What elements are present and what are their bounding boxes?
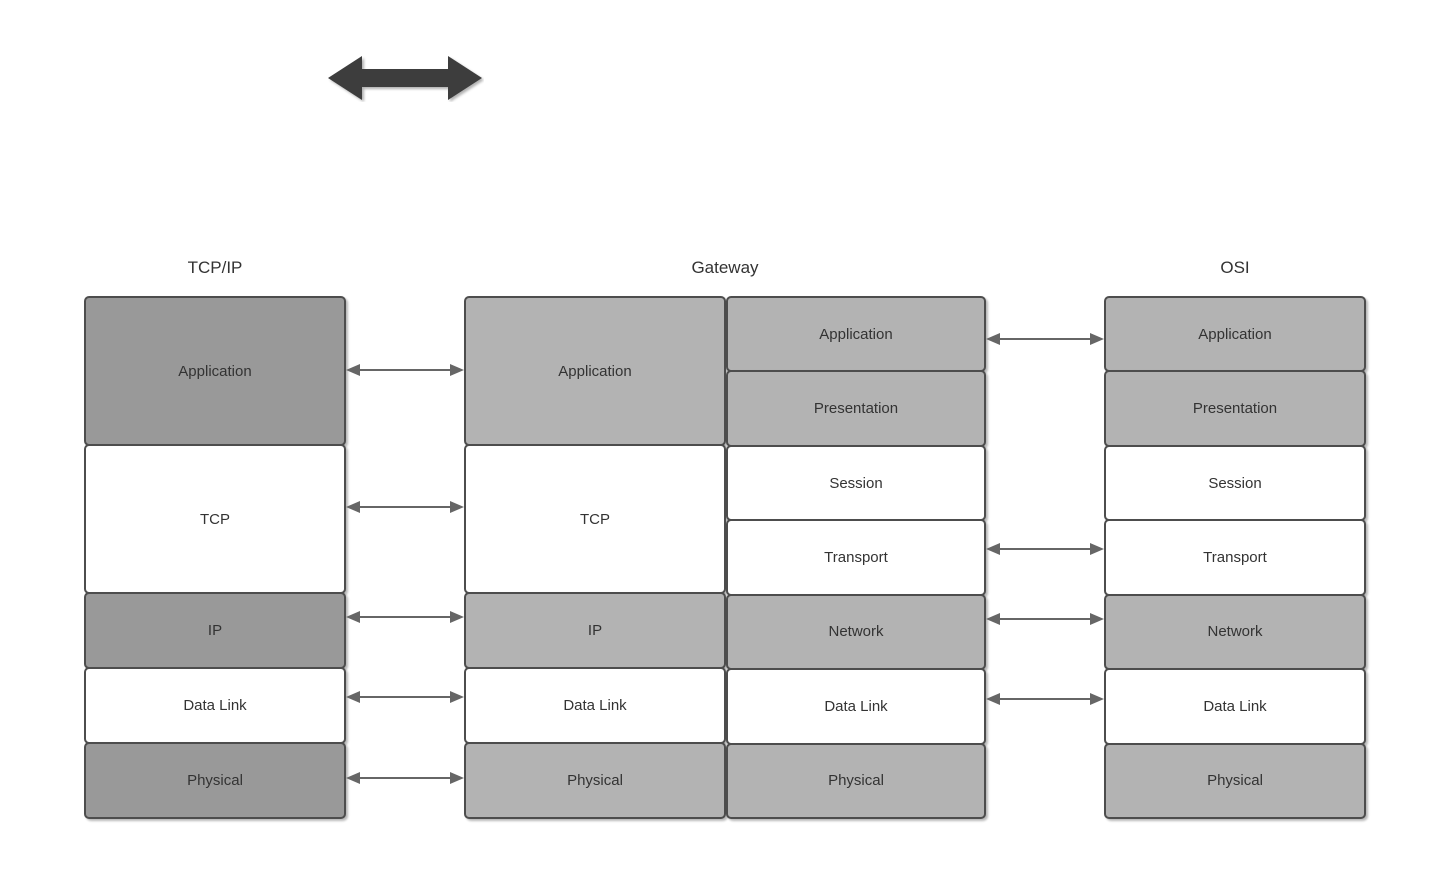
layer-network[interactable]: Network bbox=[726, 593, 986, 671]
layer-ip[interactable]: IP bbox=[84, 592, 346, 669]
column-title-tcpip: TCP/IP bbox=[187, 258, 243, 277]
layer-label: Application bbox=[558, 362, 632, 380]
layer-label: Physical bbox=[567, 772, 623, 789]
layer-label: Transport bbox=[824, 548, 888, 566]
layer-session[interactable]: Session bbox=[726, 444, 986, 522]
layer-physical[interactable]: Physical bbox=[464, 742, 726, 819]
layer-physical[interactable]: Physical bbox=[1104, 742, 1366, 819]
layer-label: Presentation bbox=[1192, 400, 1278, 418]
layer-tcp[interactable]: TCP bbox=[84, 444, 346, 594]
layer-label: IP bbox=[587, 622, 603, 639]
layer-application[interactable]: Application bbox=[1104, 296, 1366, 373]
layer-label: Data Link bbox=[563, 697, 627, 714]
layer-label: TCP bbox=[580, 510, 610, 528]
conn-right-connector-data-link bbox=[986, 691, 1104, 707]
layer-data-link[interactable]: Data Link bbox=[1104, 668, 1366, 745]
layer-label: IP bbox=[207, 622, 223, 639]
layer-tcp[interactable]: TCP bbox=[464, 444, 726, 594]
layer-presentation[interactable]: Presentation bbox=[1104, 370, 1366, 447]
layer-application[interactable]: Application bbox=[726, 296, 986, 373]
layer-label: Physical bbox=[1207, 772, 1263, 790]
layer-application[interactable]: Application bbox=[84, 296, 346, 446]
column-title-osi: OSI bbox=[1220, 258, 1250, 277]
layer-label: Transport bbox=[1203, 548, 1267, 566]
layer-physical[interactable]: Physical bbox=[726, 742, 986, 819]
conn-right-connector-transport bbox=[986, 541, 1104, 557]
layer-session[interactable]: Session bbox=[1104, 444, 1366, 522]
layer-data-link[interactable]: Data Link bbox=[726, 668, 986, 745]
layer-label: Network bbox=[828, 623, 884, 641]
conn-right-connector-application bbox=[986, 331, 1104, 347]
conn-left-connector-tcp bbox=[346, 499, 464, 515]
conn-left-connector-physical bbox=[346, 770, 464, 786]
layer-label: Network bbox=[1207, 623, 1263, 641]
layer-presentation[interactable]: Presentation bbox=[726, 370, 986, 447]
conn-left-connector-application bbox=[346, 362, 464, 378]
conn-left-connector-ip bbox=[346, 609, 464, 625]
layer-physical[interactable]: Physical bbox=[84, 742, 346, 819]
layer-label: TCP bbox=[200, 510, 230, 528]
layer-network[interactable]: Network bbox=[1104, 593, 1366, 671]
layer-label: Presentation bbox=[813, 400, 899, 418]
layer-application[interactable]: Application bbox=[464, 296, 726, 446]
bidirectional-block-arrow bbox=[326, 54, 484, 102]
layer-data-link[interactable]: Data Link bbox=[464, 667, 726, 744]
layer-label: Session bbox=[829, 474, 883, 492]
layer-label: Application bbox=[819, 325, 893, 343]
layer-label: Physical bbox=[187, 772, 243, 789]
conn-right-connector-network bbox=[986, 611, 1104, 627]
conn-left-connector-data-link bbox=[346, 689, 464, 705]
layer-ip[interactable]: IP bbox=[464, 592, 726, 669]
layer-data-link[interactable]: Data Link bbox=[84, 667, 346, 744]
layer-label: Application bbox=[178, 362, 252, 380]
layer-label: Session bbox=[1208, 474, 1262, 492]
layer-label: Data Link bbox=[1203, 697, 1267, 715]
layer-label: Data Link bbox=[183, 697, 247, 714]
layer-label: Application bbox=[1198, 325, 1272, 343]
layer-transport[interactable]: Transport bbox=[726, 519, 986, 596]
column-title-gateway: Gateway bbox=[691, 258, 759, 277]
layer-label: Physical bbox=[828, 772, 884, 790]
layer-label: Data Link bbox=[824, 697, 888, 715]
layer-transport[interactable]: Transport bbox=[1104, 519, 1366, 596]
